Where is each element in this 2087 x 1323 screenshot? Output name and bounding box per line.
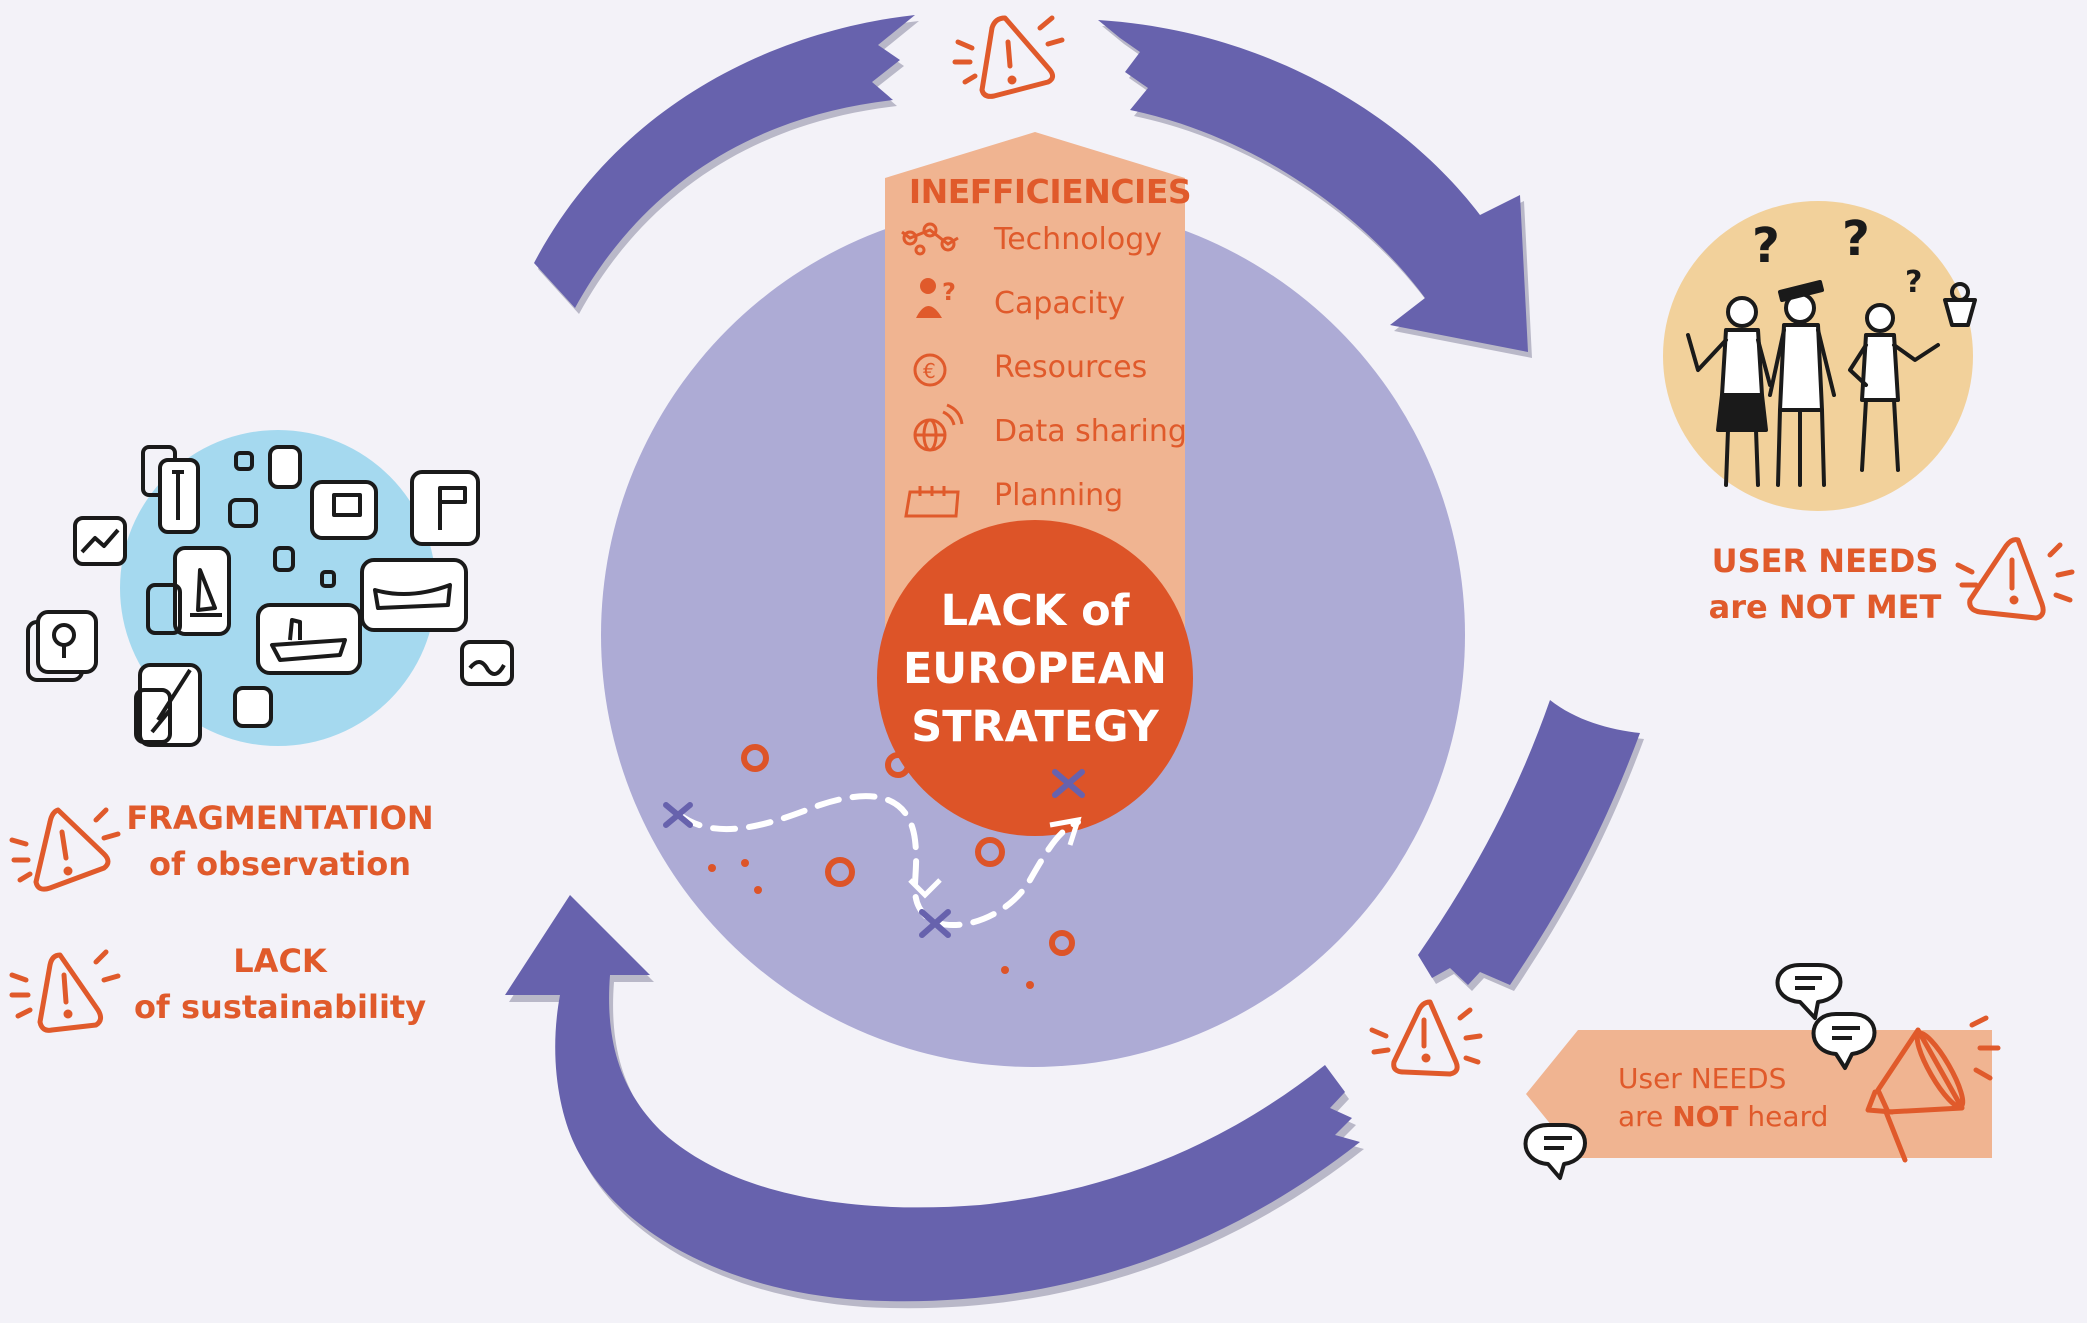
core-line-2: EUROPEAN [902,644,1168,694]
heard-prefix: are [1618,1100,1673,1133]
inefficiency-technology: Technology [994,222,1163,257]
user-needs-met-line-1: USER NEEDS [1711,542,1939,580]
megaphone-icon [1865,1015,2001,1163]
question-marks: ? ? ? [1752,211,1922,300]
top-left-arrow [534,15,919,314]
inefficiency-capacity: Capacity [994,286,1126,321]
core-line-1: LACK of [940,586,1130,636]
warning-icon-user-needs [1955,537,2075,621]
users-doodle [1686,280,1977,487]
heard-not: NOT [1672,1100,1739,1133]
observation-doodles [26,445,514,747]
right-arrow [1418,700,1644,991]
user-needs-heard-line-2: are NOT heard [1618,1098,1828,1136]
heard-suffix: heard [1738,1100,1829,1133]
warning-icon-sustainability [9,949,121,1033]
inefficiencies-title: INEFFICIENCIES [908,172,1192,211]
top-right-arrow [1098,20,1532,358]
fragmentation-line-2: of observation [149,845,411,883]
inefficiency-planning: Planning [994,478,1124,513]
user-needs-heard-banner [1526,1030,1992,1158]
svg-text:?: ? [1842,211,1870,267]
sustainability-line-2: of sustainability [133,988,427,1026]
fragmentation-line-1: FRAGMENTATION [126,799,434,837]
warning-icon-top [952,15,1065,99]
core-line-3: STRATEGY [911,702,1159,752]
globe-signal-icon [913,403,964,452]
euro-coin-icon: € [913,353,947,387]
svg-text:?: ? [942,278,956,306]
speech-bubble-icons [1523,963,1877,1180]
user-needs-met-line-2: are NOT MET [1708,588,1942,626]
core-label: LACK of EUROPEAN STRATEGY [880,582,1190,756]
user-needs-heard-label: User NEEDS are NOT heard [1618,1060,1828,1136]
inefficiencies-banner [885,132,1185,650]
user-needs-met-label: USER NEEDS are NOT MET [1690,538,1960,630]
sustainability-line-1: LACK [233,942,327,980]
svg-text:?: ? [1905,265,1922,300]
inefficiency-data-sharing: Data sharing [994,414,1187,449]
calendar-icon [904,486,960,518]
core-circle [877,520,1193,836]
warning-icon-bottom [1369,999,1483,1077]
person-question-icon: ? [916,278,956,318]
user-needs-heard-line-1: User NEEDS [1618,1062,1787,1095]
svg-text:€: € [923,359,936,383]
svg-text:?: ? [1752,218,1780,274]
sustainability-label: LACK of sustainability [100,938,460,1030]
fragmentation-label: FRAGMENTATION of observation [100,795,460,887]
warning-icon-fragmentation [9,807,121,892]
bottom-arrow [505,895,1364,1309]
route-doodle [663,744,1085,989]
inefficiency-resources: Resources [994,350,1148,385]
technology-network-icon [901,222,959,256]
